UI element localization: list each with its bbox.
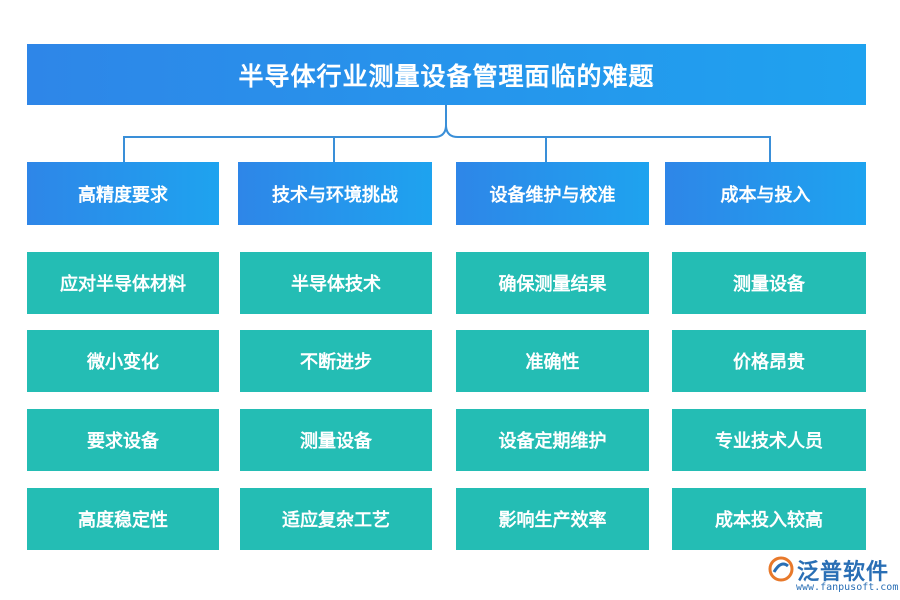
item-box: 价格昂贵 (672, 330, 866, 392)
item-box: 专业技术人员 (672, 409, 866, 471)
logo-url: www.fanpusoft.com (796, 582, 899, 593)
category-header-cost: 成本与投入 (665, 162, 866, 225)
item-box: 影响生产效率 (456, 488, 649, 550)
brand-logo: 泛普软件 www.fanpusoft.com (768, 554, 898, 598)
diagram-title: 半导体行业测量设备管理面临的难题 (27, 44, 866, 105)
category-header-maintenance: 设备维护与校准 (456, 162, 649, 225)
item-box: 高度稳定性 (27, 488, 219, 550)
item-box: 设备定期维护 (456, 409, 649, 471)
item-box: 微小变化 (27, 330, 219, 392)
item-box: 要求设备 (27, 409, 219, 471)
fanpu-logo-icon (768, 556, 794, 582)
item-box: 测量设备 (240, 409, 432, 471)
logo-name: 泛普软件 (797, 560, 890, 585)
item-box: 成本投入较高 (672, 488, 866, 550)
item-box: 应对半导体材料 (27, 252, 219, 314)
item-box: 半导体技术 (240, 252, 432, 314)
category-header-high-precision: 高精度要求 (27, 162, 219, 225)
item-box: 不断进步 (240, 330, 432, 392)
item-box: 确保测量结果 (456, 252, 649, 314)
item-box: 测量设备 (672, 252, 866, 314)
category-header-tech-env: 技术与环境挑战 (238, 162, 432, 225)
item-box: 适应复杂工艺 (240, 488, 432, 550)
item-box: 准确性 (456, 330, 649, 392)
